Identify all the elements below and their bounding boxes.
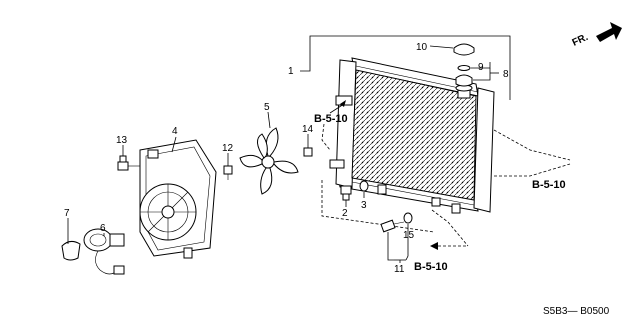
label-part-11: 11 [394,264,405,275]
label-part-15: 15 [403,230,415,241]
label-part-7: 7 [64,208,70,219]
bolt-part-13 [117,155,140,171]
bolt-part-11 [380,219,405,233]
label-part-3: 3 [361,200,367,211]
radiator-assembly [329,57,495,214]
label-part-9: 9 [478,62,484,73]
label-part-12: 12 [222,143,234,154]
radiator-cap-group [453,43,475,87]
bracket-part-1 [300,35,511,100]
front-arrow-icon [596,22,622,42]
label-part-5: 5 [264,102,270,113]
diagram-code: S5B3— B0500 [543,306,610,317]
washer-part-15 [403,212,413,224]
fan-motor [83,228,125,275]
ref-bottom-group: B-5-10 [414,209,469,273]
fr-label: FR. [571,32,590,49]
ref-left-group: B-5-10 [314,100,348,151]
fan-blade [239,127,299,195]
label-part-10: 10 [416,42,428,53]
label-part-13: 13 [116,135,128,146]
label-part-2: 2 [342,208,348,219]
drain-plug-part-2 [340,185,352,201]
label-part-1: 1 [288,66,294,77]
washer-part-3 [359,180,369,192]
front-direction-indicator: FR. [571,22,622,49]
label-part-8: 8 [503,69,509,80]
label-part-14: 14 [302,124,314,135]
ref-label-left: B-5-10 [314,113,348,125]
nut-part-14 [303,147,313,157]
ref-label-bottom: B-5-10 [414,261,448,273]
label-part-6: 6 [100,223,106,234]
nut-part-12 [223,165,233,180]
label-part-4: 4 [172,126,178,137]
ref-label-right: B-5-10 [532,179,566,191]
ref-right-group: B-5-10 [493,129,571,191]
fan-shroud [139,139,217,259]
harness-clip-part-7 [61,240,81,261]
